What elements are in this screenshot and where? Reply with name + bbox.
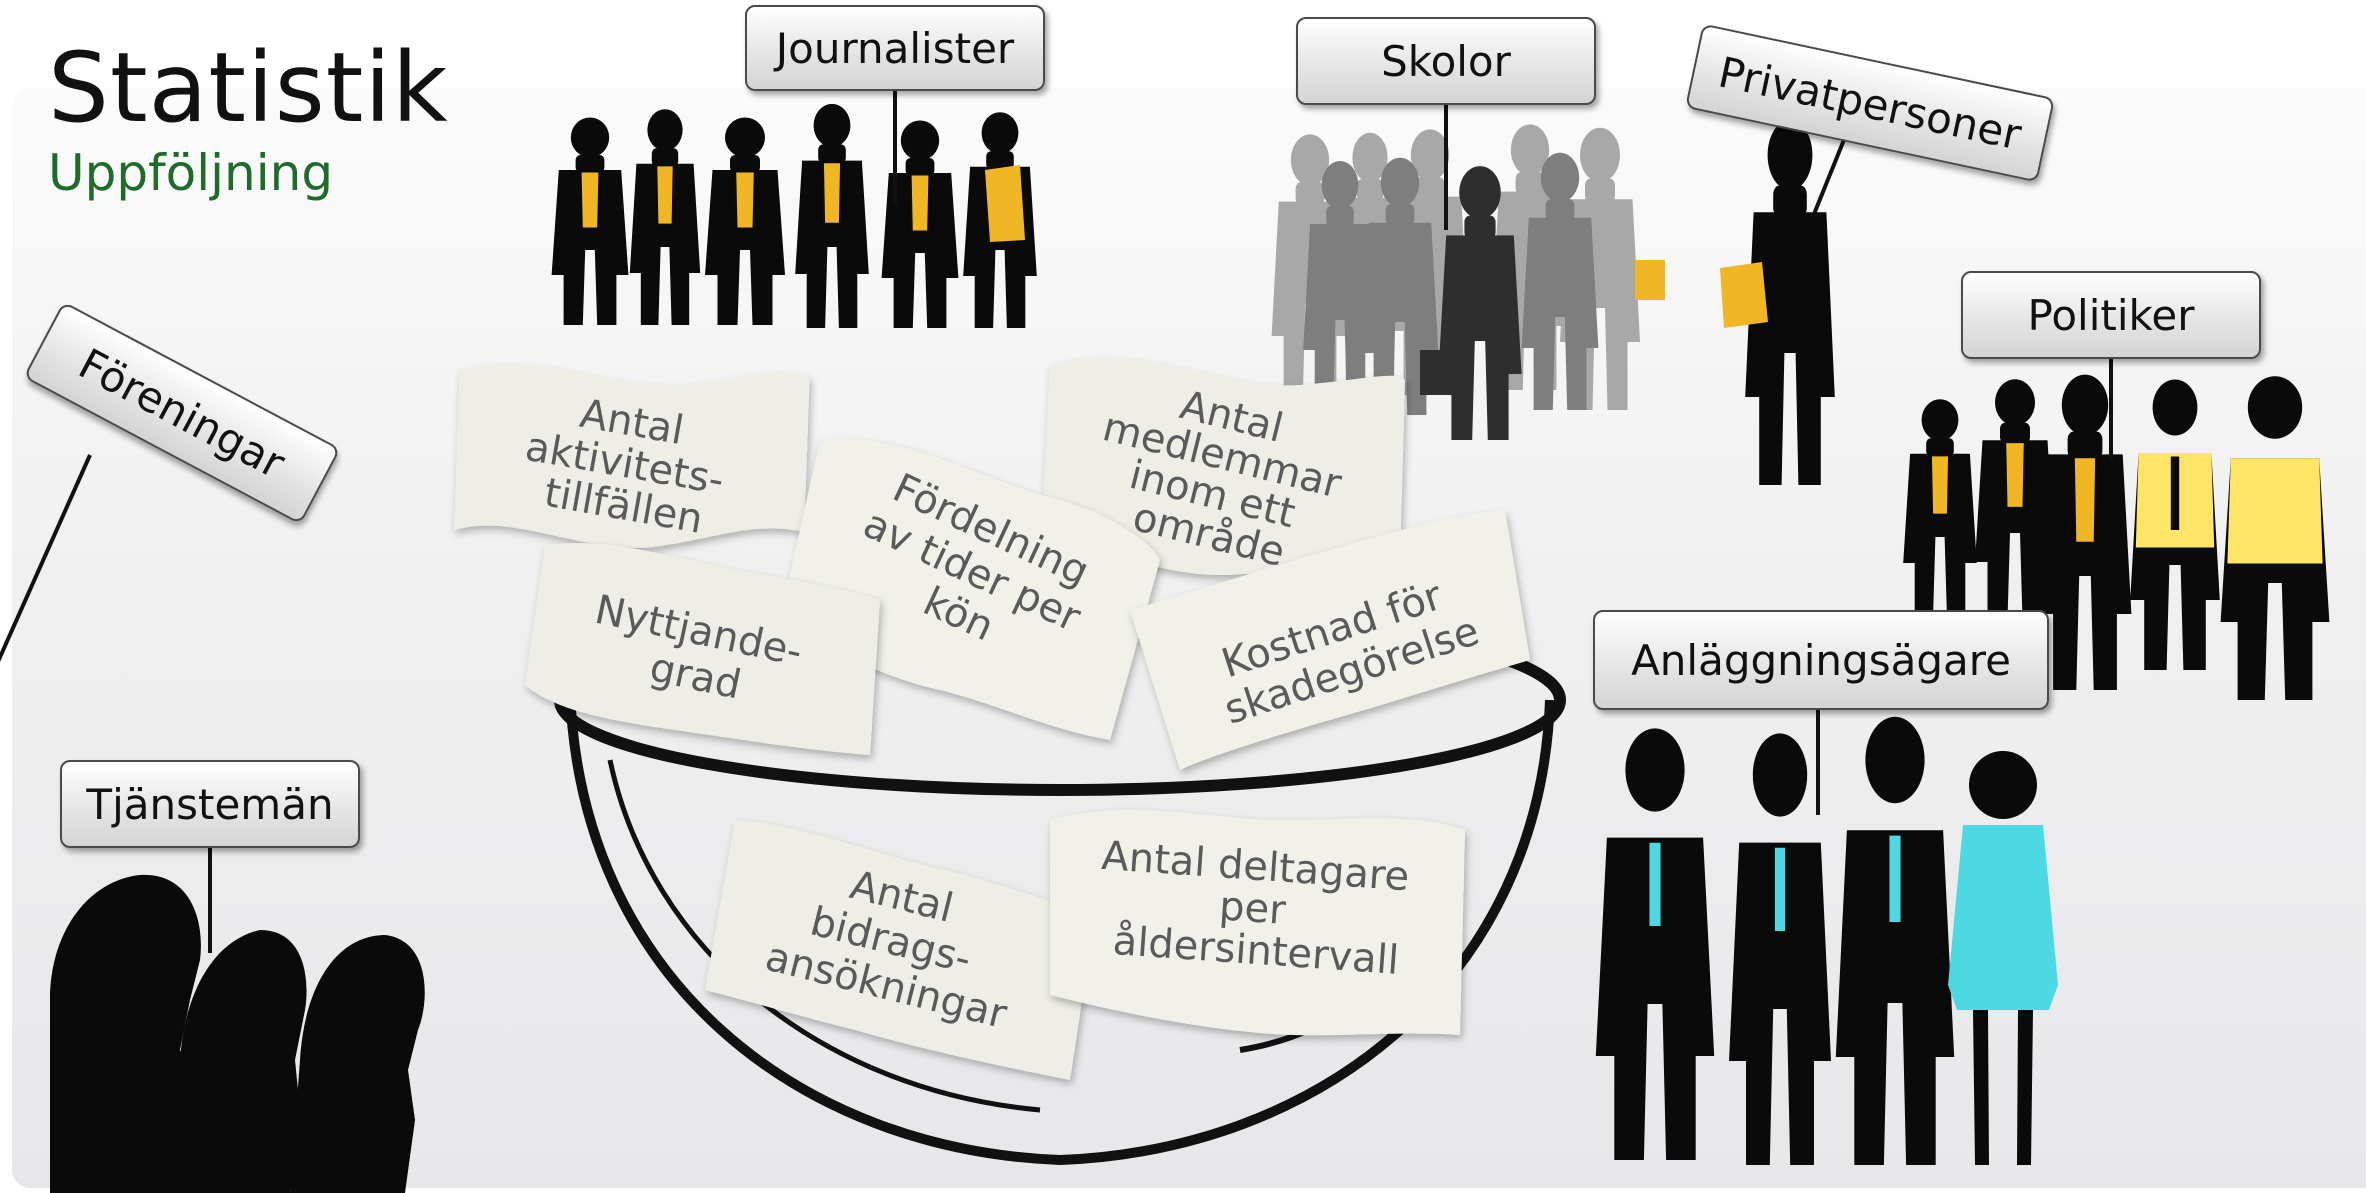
politiker-sign-pole — [2109, 350, 2113, 460]
tjansteman-sign-pole — [208, 843, 212, 953]
anlaggningsagare-sign-pole — [1816, 705, 1820, 815]
note-bidrag: Antal bidrags- ansökningar — [705, 820, 1095, 1080]
tjansteman-sign-label: Tjänstemän — [86, 779, 334, 829]
politiker-sign: Politiker — [1961, 271, 2261, 359]
skolor-sign: Skolor — [1296, 17, 1596, 105]
tjansteman-people-icon — [50, 874, 425, 1193]
page-title: Statistik — [48, 32, 449, 144]
journalister-sign-pole — [893, 85, 897, 205]
politiker-sign-label: Politiker — [2027, 290, 2195, 340]
anlaggningsagare-sign: Anläggningsägare — [1593, 610, 2049, 710]
note-nyttjandegrad: Nyttjande- grad — [525, 542, 880, 755]
journalister-sign-label: Journalister — [775, 23, 1015, 73]
anlaggningsagare-sign-label: Anläggningsägare — [1631, 635, 2011, 685]
anlaggningsagare-people-icon — [1595, 716, 2058, 1165]
page-subtitle: Uppföljning — [48, 144, 334, 202]
tjansteman-sign: Tjänstemän — [60, 760, 360, 848]
title-block: Statistik Uppföljning — [48, 40, 449, 202]
note-aktivitetstillfallen: Antal aktivitets- tillfällen — [454, 364, 810, 548]
journalister-people-icon — [551, 103, 1037, 328]
privatperson-icon — [1720, 119, 1835, 486]
skolor-crowd-icon — [1271, 124, 1665, 441]
journalister-sign: Journalister — [745, 5, 1045, 91]
skolor-sign-label: Skolor — [1381, 36, 1511, 86]
politiker-people-icon — [1903, 374, 2330, 700]
note-deltagare-line: per — [1218, 883, 1288, 934]
skolor-sign-pole — [1444, 100, 1448, 230]
note-deltagare: Antal deltagare per åldersintervall — [1050, 809, 1465, 1036]
note-medlemmar: Antal medlemmar inom ett område — [1040, 357, 1405, 576]
note-kostnad: Kostnad för skadegörelse — [1130, 510, 1530, 770]
